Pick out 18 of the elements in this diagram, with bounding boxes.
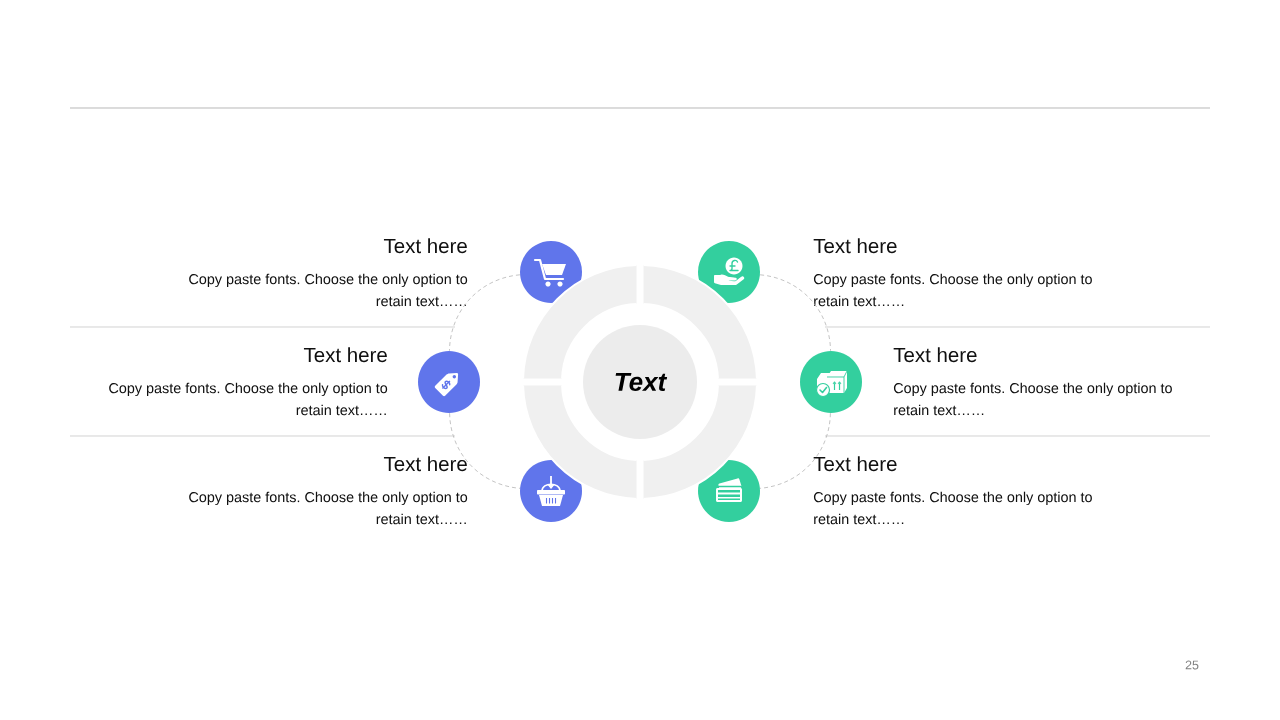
heading: Text here: [813, 456, 897, 472]
dashed-arc: [449, 412, 521, 489]
dashed-arc: [449, 274, 521, 352]
body-text: Copy paste fonts. Choose the only option to retain text……: [893, 382, 1172, 416]
body-text: Copy paste fonts. Choose the only option to retain text……: [109, 382, 388, 416]
heading: Text here: [383, 238, 467, 254]
body-text: Copy paste fonts. Choose the only option to retain text……: [813, 273, 1092, 307]
heading: Text here: [303, 347, 387, 363]
body-text: Copy paste fonts. Choose the only option to retain text……: [813, 491, 1092, 525]
body-text: Copy paste fonts. Choose the only option to retain text……: [189, 491, 468, 525]
heading: Text here: [893, 347, 977, 363]
page-number: 25: [1185, 660, 1199, 670]
dashed-arc: [759, 412, 831, 489]
heading: Text here: [813, 238, 897, 254]
dashed-arc: [759, 274, 831, 352]
heading: Text here: [383, 456, 467, 472]
body-text: Copy paste fonts. Choose the only option to retain text……: [189, 273, 468, 307]
icon-circle: [418, 351, 480, 413]
